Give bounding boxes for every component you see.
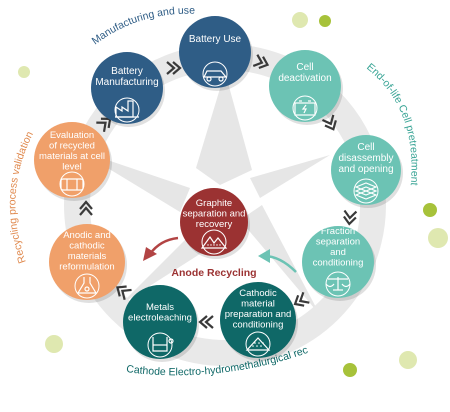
factory-icon [114,97,140,123]
icon-ring [353,178,379,204]
cell-icon [59,171,85,197]
icon-ring [114,97,140,123]
node-label-line: Cell [296,62,313,73]
scale-icon [325,271,351,297]
node-label-line: reformulation [59,262,114,273]
node-label-line: disassembly [338,153,393,164]
icon-ring [201,229,227,255]
mountain-icon [200,229,228,255]
beaker-icon [147,332,174,358]
chevron-arrow-icon [116,285,132,301]
node-circle [123,285,197,359]
cycle-arrows [79,54,358,329]
node-label-line: materials [68,251,107,262]
chevron-arrow-icon [343,209,358,226]
node-label-line: Metals [146,302,174,313]
node-circle [302,226,374,298]
anode-return-arrowhead [143,247,157,261]
chevron-arrow-icon [321,114,337,131]
icon-ring [292,95,318,121]
layers-icon [353,178,379,204]
node-label-line: Battery [111,66,143,77]
node-label-line: Evaluation [50,130,94,141]
node-circle [179,16,251,88]
node-label-line: and opening [338,164,393,175]
icon-ring [147,332,173,358]
node-label-line: material [241,299,275,310]
node-label-line: and [330,247,346,258]
node-label: Battery Use [189,34,242,45]
chevron-arrow-icon [293,291,310,307]
chevron-arrow-icon [79,200,93,216]
decorative-dots [18,12,448,377]
node-label-line: Cathodic [239,288,277,299]
label-recycling-validation: Recycling process validation [6,129,36,264]
node-label-line: preparation and [225,309,292,320]
label-manufacturing-and-use: Manufacturing and use [90,5,196,48]
node-label-line: Cell [357,142,374,153]
node-label-line: electroleaching [128,313,192,324]
node-circle [269,50,341,122]
node-label-line: separation and [183,209,246,220]
icon-ring [74,273,100,299]
node-label-line: recovery [196,219,233,230]
node-label-line: level [62,162,82,173]
node-label-line: Manufacturing [95,77,158,88]
node-circle [34,122,110,198]
icon-ring [59,171,85,197]
node-circle [91,52,163,124]
node-label-line: separation [316,237,360,248]
car-icon [202,61,228,87]
label-anode-recycling: Anode Recycling [171,267,256,279]
icon-ring [245,331,271,357]
powder-icon [245,331,271,357]
node-circle [331,135,401,205]
node-label-line: of recycled [49,141,95,152]
chevron-arrow-icon [252,54,270,70]
node-circle [220,282,296,358]
node-label-line: Fraction [321,226,355,237]
fraction-feed-arrowhead [258,249,270,263]
node-label-line: conditioning [313,258,364,269]
node-circle [49,224,125,300]
node-label-line: deactivation [278,73,331,84]
node-label-line: Graphite [196,198,232,209]
node-label-line: conditioning [233,320,284,331]
battery-icon [292,95,318,121]
flask-icon [74,273,100,299]
node-label-line: Anodic and [63,230,111,241]
node-label-line: Battery Use [189,34,242,45]
node-label-line: cathodic [69,241,105,252]
chevron-arrow-icon [198,315,214,329]
icon-ring [202,61,228,87]
node-circle [180,188,248,256]
node-label-line: materials at cell [39,151,105,162]
chevron-arrow-icon [166,61,182,75]
node-battery-use: Battery Use [179,16,253,91]
